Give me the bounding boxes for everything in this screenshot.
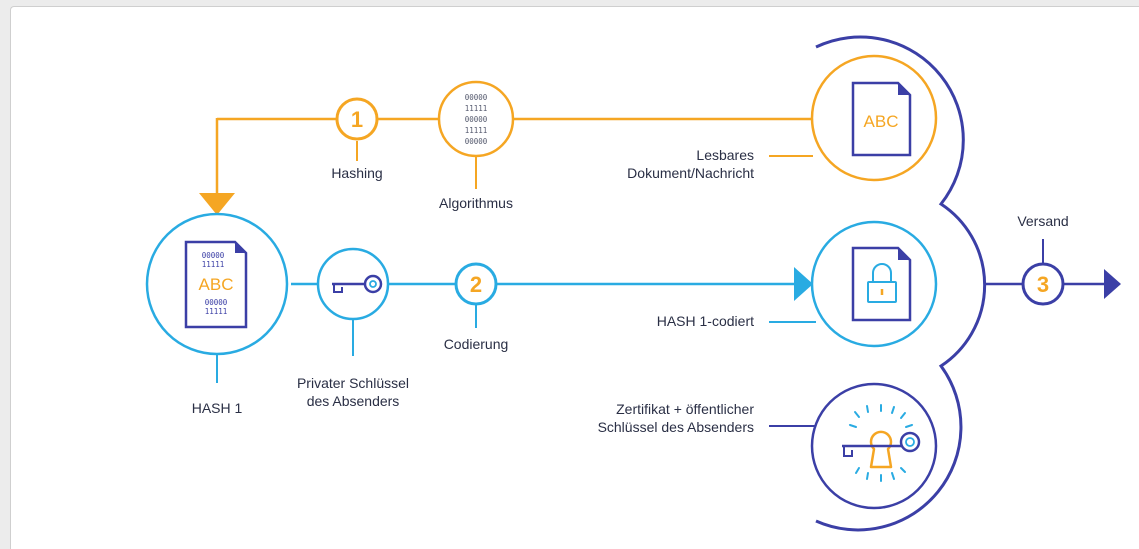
coding-arrow-icon [794, 267, 813, 301]
hash-document-icon: 00000 11111 ABC 00000 11111 [184, 240, 248, 329]
label-zertifikat-line2: Schlüssel des Absenders [598, 419, 754, 435]
lock-document-icon [851, 246, 912, 322]
key-keyhole-icon [842, 404, 921, 482]
navy-bracket-outline [815, 35, 987, 532]
private-key-node [316, 247, 390, 321]
hash-abc-text: ABC [199, 275, 234, 294]
hash-bits-row: 11111 [202, 260, 225, 269]
label-hash1-codiert: HASH 1-codiert [657, 313, 754, 329]
label-private-key-line1: Privater Schlüssel [297, 375, 409, 391]
bits-row: 00000 [465, 93, 488, 102]
step-1-badge: 1 [335, 97, 379, 141]
label-lesbares-line1: Lesbares [696, 147, 754, 163]
encrypted-hash-node [810, 220, 938, 348]
label-hash1: HASH 1 [192, 400, 243, 416]
label-private-key-line2: des Absenders [307, 393, 400, 409]
hash1-node: 00000 11111 ABC 00000 11111 [145, 212, 289, 356]
step-2-badge: 2 [454, 262, 498, 306]
bits-row: 11111 [465, 126, 488, 135]
step-3-badge: 3 [1021, 262, 1065, 306]
bits-row: 00000 [465, 115, 488, 124]
hash-bits-row: 11111 [205, 307, 228, 316]
label-zertifikat-line1: Zertifikat + öffentlicher [616, 401, 754, 417]
bits-row: 00000 [465, 137, 488, 146]
hash-bits-row: 00000 [202, 251, 225, 260]
step-2-number: 2 [470, 272, 482, 297]
step-3-number: 3 [1037, 272, 1049, 297]
label-versand: Versand [1017, 213, 1068, 229]
diagram-canvas: 1 00000 11111 00000 11111 00000 ABC 0000… [10, 6, 1139, 549]
send-arrow-icon [1104, 269, 1121, 299]
label-algorithmus: Algorithmus [439, 195, 513, 211]
label-codierung: Codierung [444, 336, 509, 352]
label-lesbares-line2: Dokument/Nachricht [627, 165, 754, 181]
document-abc-text: ABC [864, 112, 899, 131]
hash-bits-row: 00000 [205, 298, 228, 307]
label-hashing: Hashing [331, 165, 382, 181]
key-icon [332, 274, 383, 294]
certificate-node [810, 382, 938, 510]
signature-flow-diagram: 1 00000 11111 00000 11111 00000 ABC 0000… [145, 35, 1121, 532]
binary-digits-icon: 00000 11111 00000 11111 00000 [437, 80, 515, 158]
bits-row: 11111 [465, 104, 488, 113]
readable-document-node: ABC [810, 54, 938, 182]
document-abc-icon: ABC [851, 81, 912, 157]
hashing-arrow-icon [199, 193, 235, 215]
step-1-number: 1 [351, 107, 363, 132]
